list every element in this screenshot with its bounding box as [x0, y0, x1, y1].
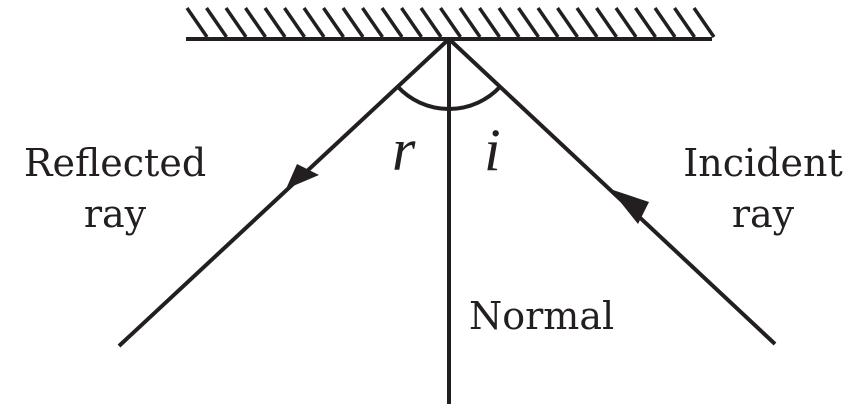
hatch-mark [205, 7, 228, 38]
hatch-mark [614, 7, 638, 38]
hatch-mark [283, 7, 306, 38]
hatch-mark [439, 7, 462, 38]
reflected-ray-arrowhead [286, 164, 319, 189]
hatch-mark [536, 7, 560, 38]
angle-i-label: i [484, 117, 501, 183]
hatch-mark [575, 7, 599, 38]
angle-r-label: r [392, 117, 416, 183]
hatch-mark [673, 7, 696, 38]
hatch-mark [185, 7, 209, 38]
hatch-mark [458, 7, 482, 38]
normal-label: Normal [469, 294, 614, 338]
hatch-mark [634, 7, 657, 38]
hatch-mark [517, 7, 540, 38]
hatch-mark [380, 7, 404, 38]
hatch-mark [653, 7, 677, 38]
hatch-mark [322, 7, 345, 38]
hatch-mark [497, 7, 521, 38]
reflected-ray [117, 37, 451, 348]
hatch-mark [361, 7, 384, 38]
reflected-ray-label-line1: Reflected [24, 141, 206, 185]
reflected-ray-label-line2: ray [84, 192, 147, 236]
hatch-mark [692, 7, 716, 38]
mirror-hatching [185, 7, 716, 38]
incident-ray-label-line1: Incident [683, 141, 842, 185]
hatch-mark [244, 7, 267, 38]
hatch-mark [341, 7, 365, 38]
hatch-mark [556, 7, 579, 38]
hatch-mark [302, 7, 326, 38]
incident-ray-label-line2: ray [732, 192, 795, 236]
hatch-mark [419, 7, 443, 38]
hatch-mark [478, 7, 501, 38]
angle-arc [396, 85, 502, 111]
hatch-mark [224, 7, 248, 38]
hatch-mark [595, 7, 618, 38]
incident-ray-arrowhead [610, 189, 649, 224]
hatch-mark [263, 7, 287, 38]
hatch-mark [400, 7, 423, 38]
